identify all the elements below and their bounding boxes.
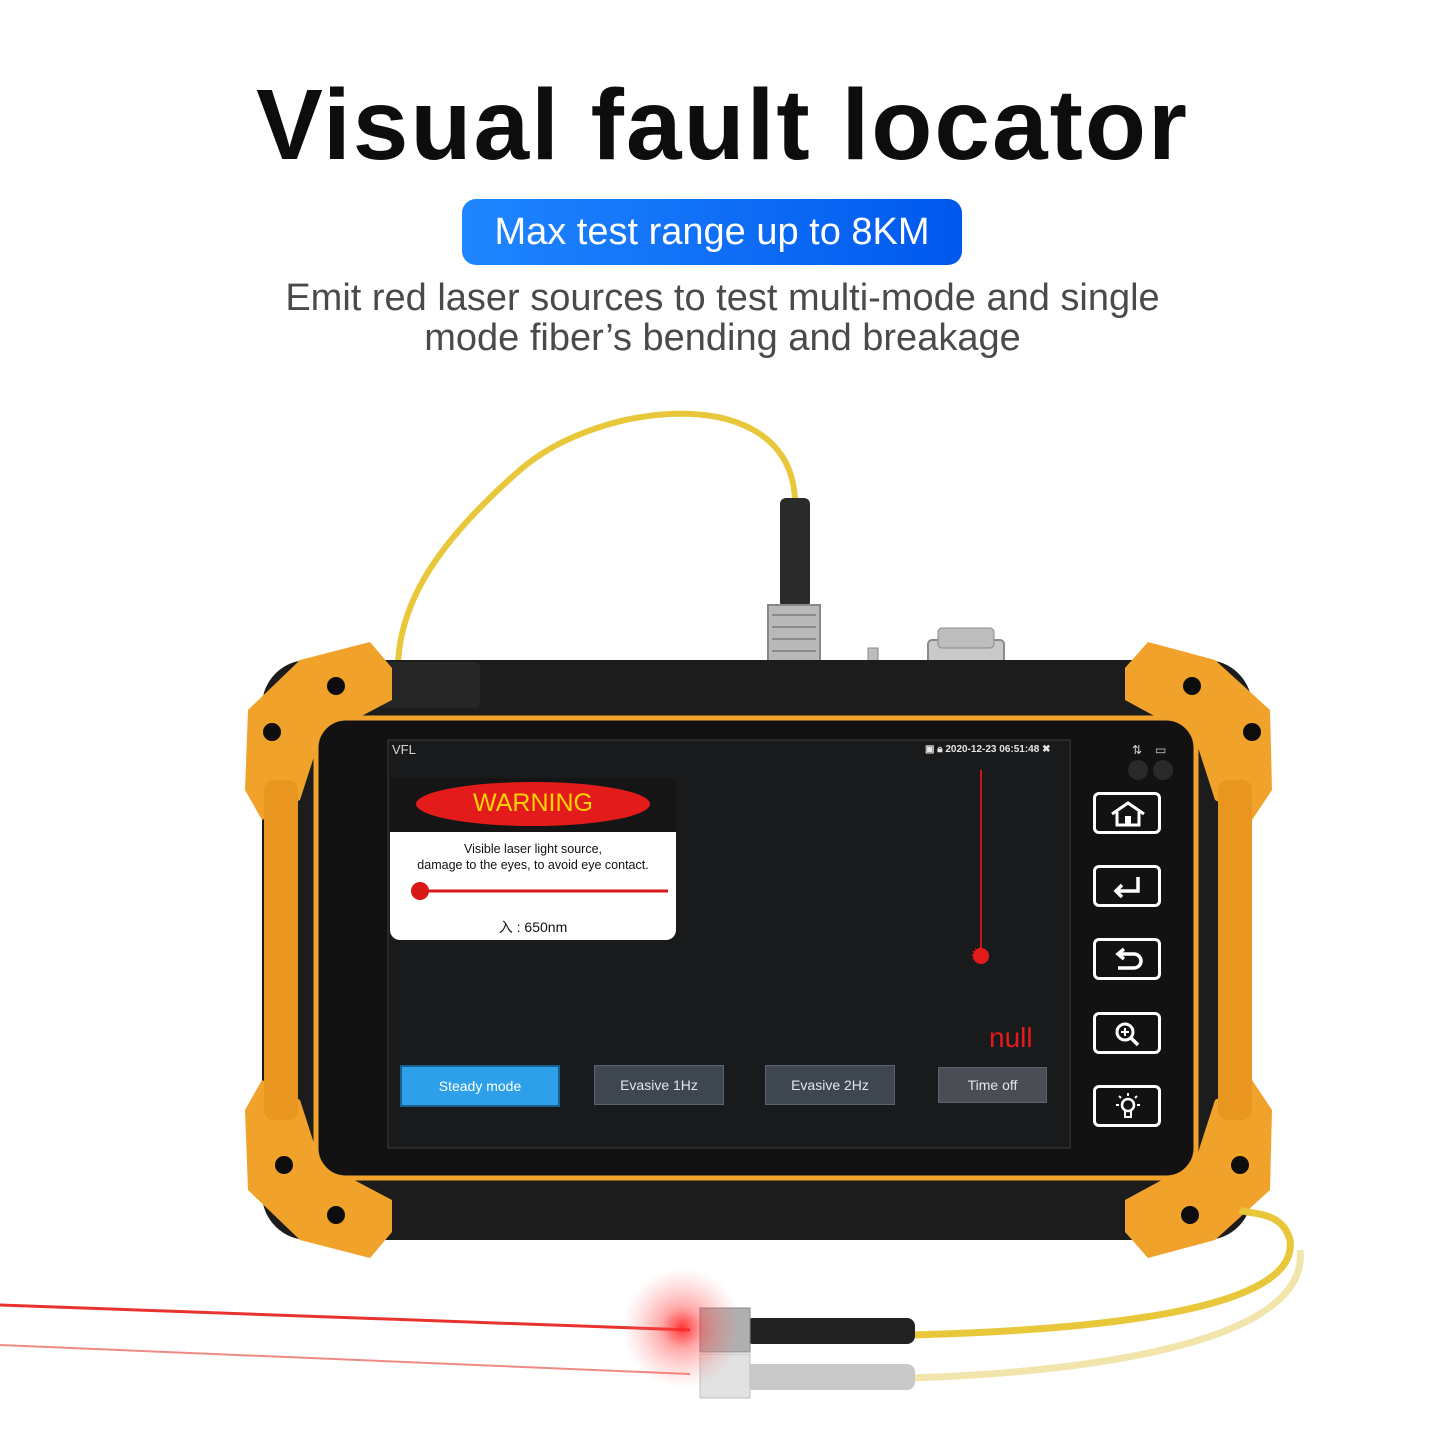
warning-heading: WARNING [473, 789, 593, 817]
home-icon [1111, 801, 1145, 827]
battery-icon: ▭ [1155, 743, 1167, 757]
laser-spot-icon: ✹ [970, 943, 989, 968]
fiber-cable-top [395, 410, 798, 666]
range-badge: Max test range up to 8KM [462, 199, 962, 265]
description-line-2: mode fiber’s bending and breakage [424, 317, 1021, 359]
bumper-bottom-left [245, 1080, 392, 1258]
back-button[interactable] [1093, 938, 1161, 980]
top-bumper-block [380, 662, 480, 708]
fiber-cable-bottom-ghost [909, 1249, 1304, 1382]
bottom-boot [745, 1318, 915, 1344]
description-line-1: Emit red laser sources to test multi-mod… [285, 277, 1160, 319]
wavelength-label: 入 : 650nm [498, 919, 568, 935]
warning-oval [416, 782, 650, 826]
indicator-led-2 [1153, 760, 1173, 780]
evasive-1hz-button[interactable]: Evasive 1Hz [594, 1065, 724, 1105]
enter-button[interactable] [1093, 865, 1161, 907]
top-boot [780, 498, 810, 608]
grip-left [264, 780, 298, 1120]
screen-title: VFL [392, 742, 416, 757]
light-icon [1116, 1093, 1140, 1118]
enter-icon [1113, 877, 1140, 899]
datetime: 2020-12-23 06:51:48 [945, 744, 1040, 755]
power-connector-cap [937, 627, 995, 649]
bottom-boot-ghost [745, 1364, 915, 1390]
time-off-button[interactable]: Time off [938, 1067, 1047, 1103]
zoom-icon [1115, 1022, 1140, 1047]
sort-icon: ⇅ [1132, 743, 1143, 757]
evasive-2hz-button[interactable]: Evasive 2Hz [765, 1065, 895, 1105]
lock-icon: 🔒︎ [937, 744, 943, 755]
fiber-cable-bottom [909, 1206, 1294, 1339]
light-button[interactable] [1093, 1085, 1161, 1127]
warning-laser-dot [411, 882, 429, 900]
steady-mode-button[interactable]: Steady mode [400, 1065, 560, 1107]
warning-line-2: damage to the eyes, to avoid eye contact… [417, 858, 649, 872]
image-icon: ▣ [925, 744, 935, 755]
status-bar: ▣ 🔒︎ 2020-12-23 06:51:48 ✖ [925, 744, 1070, 755]
warning-line-1: Visible laser light source, [463, 842, 603, 856]
home-button[interactable] [1093, 792, 1161, 834]
grip-right [1218, 780, 1252, 1120]
indicator-led-1 [1128, 760, 1148, 780]
warning-message: Visible laser light source, damage to th… [392, 841, 674, 873]
laser-beam [0, 1303, 691, 1332]
laser-icon: ✹ [412, 881, 429, 903]
bumper-top-right [1125, 642, 1272, 820]
status-null: null [989, 1022, 1033, 1053]
close-icon[interactable]: ✖ [1042, 744, 1051, 755]
zoom-button[interactable] [1093, 1012, 1161, 1054]
bumper-bottom-right [1125, 1080, 1272, 1258]
screen-laser-dot [973, 948, 989, 964]
headline: Visual fault locator [256, 69, 1189, 181]
laser-glow [622, 1268, 742, 1388]
description: Emit red laser sources to test multi-mod… [200, 278, 1245, 358]
back-icon [1115, 947, 1143, 970]
laser-beam-ghost [0, 1344, 691, 1375]
